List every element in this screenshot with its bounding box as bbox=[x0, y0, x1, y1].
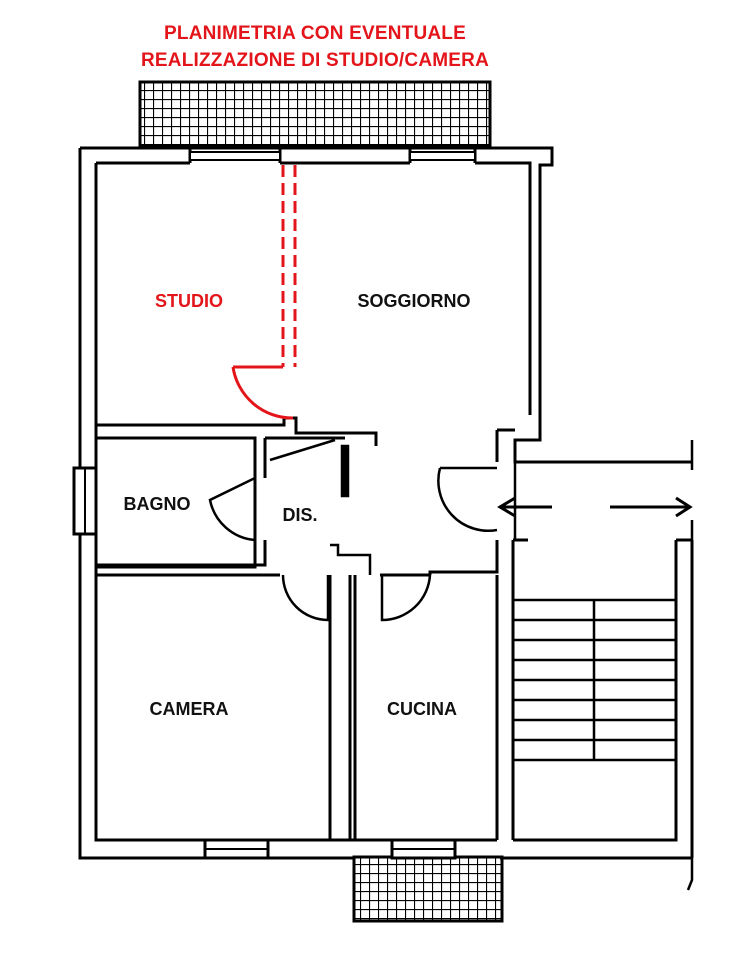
plan-title-line-2: REALIZZAZIONE DI STUDIO/CAMERA bbox=[141, 50, 489, 71]
room-label-bagno: BAGNO bbox=[124, 494, 191, 514]
exterior-walls bbox=[78, 146, 692, 860]
room-label-disimpegno: DIS. bbox=[282, 505, 317, 525]
room-label-camera: CAMERA bbox=[150, 699, 229, 719]
entry-area bbox=[269, 438, 694, 575]
room-label-soggiorno: SOGGIORNO bbox=[357, 291, 470, 311]
entry-arrow bbox=[497, 496, 693, 518]
exterior-stub bbox=[686, 858, 694, 891]
plan-title-line-1: PLANIMETRIA CON EVENTUALE bbox=[164, 23, 466, 44]
room-label-studio: STUDIO bbox=[155, 291, 223, 311]
camera-window bbox=[203, 838, 270, 860]
bagno-window bbox=[72, 466, 98, 536]
bottom-balcony bbox=[352, 855, 504, 923]
interior-walls bbox=[96, 416, 694, 858]
proposed-partition bbox=[231, 165, 297, 420]
staircase bbox=[513, 598, 676, 762]
cucina-window bbox=[390, 838, 457, 860]
doors bbox=[208, 466, 498, 622]
room-label-cucina: CUCINA bbox=[387, 699, 457, 719]
top-balcony bbox=[138, 80, 492, 148]
